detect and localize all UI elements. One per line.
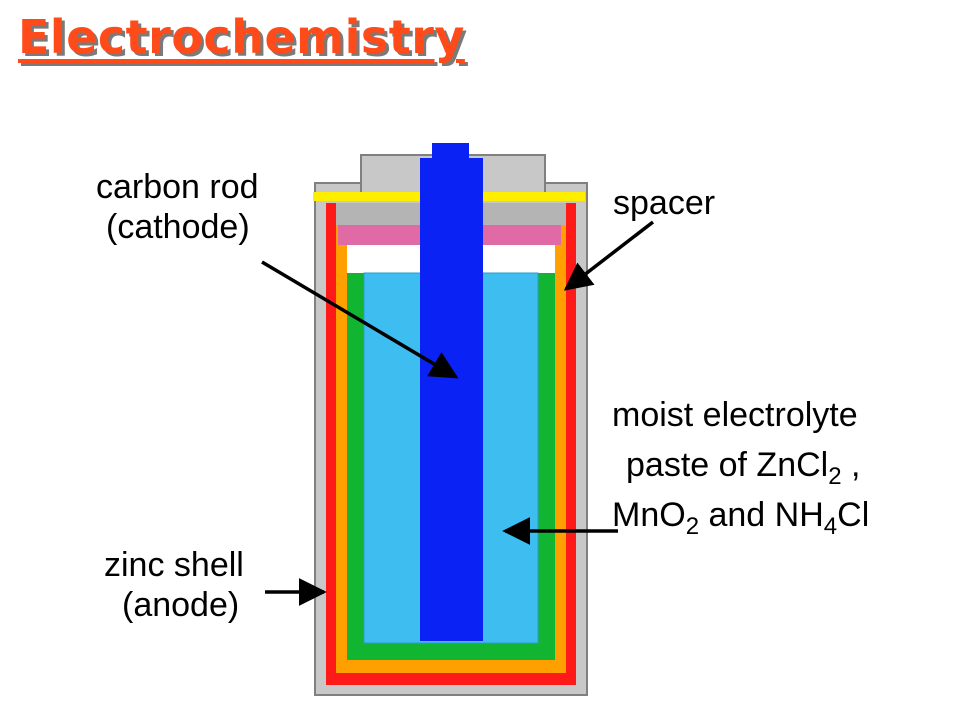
spacer-arrow <box>563 220 655 291</box>
page-title: Electrochemistry <box>18 10 465 64</box>
label-carbon-rod: carbon rod (cathode) <box>96 168 259 246</box>
carbon-rod <box>420 158 483 641</box>
label-spacer: spacer <box>613 184 716 222</box>
carbon-rod-tip <box>432 143 469 161</box>
carbon-rod-arrow <box>261 260 459 379</box>
label-zinc-shell: zinc shell (anode) <box>104 546 244 624</box>
label-electrolyte: moist electrolyte paste of ZnCl2 , MnO2 … <box>612 396 870 540</box>
